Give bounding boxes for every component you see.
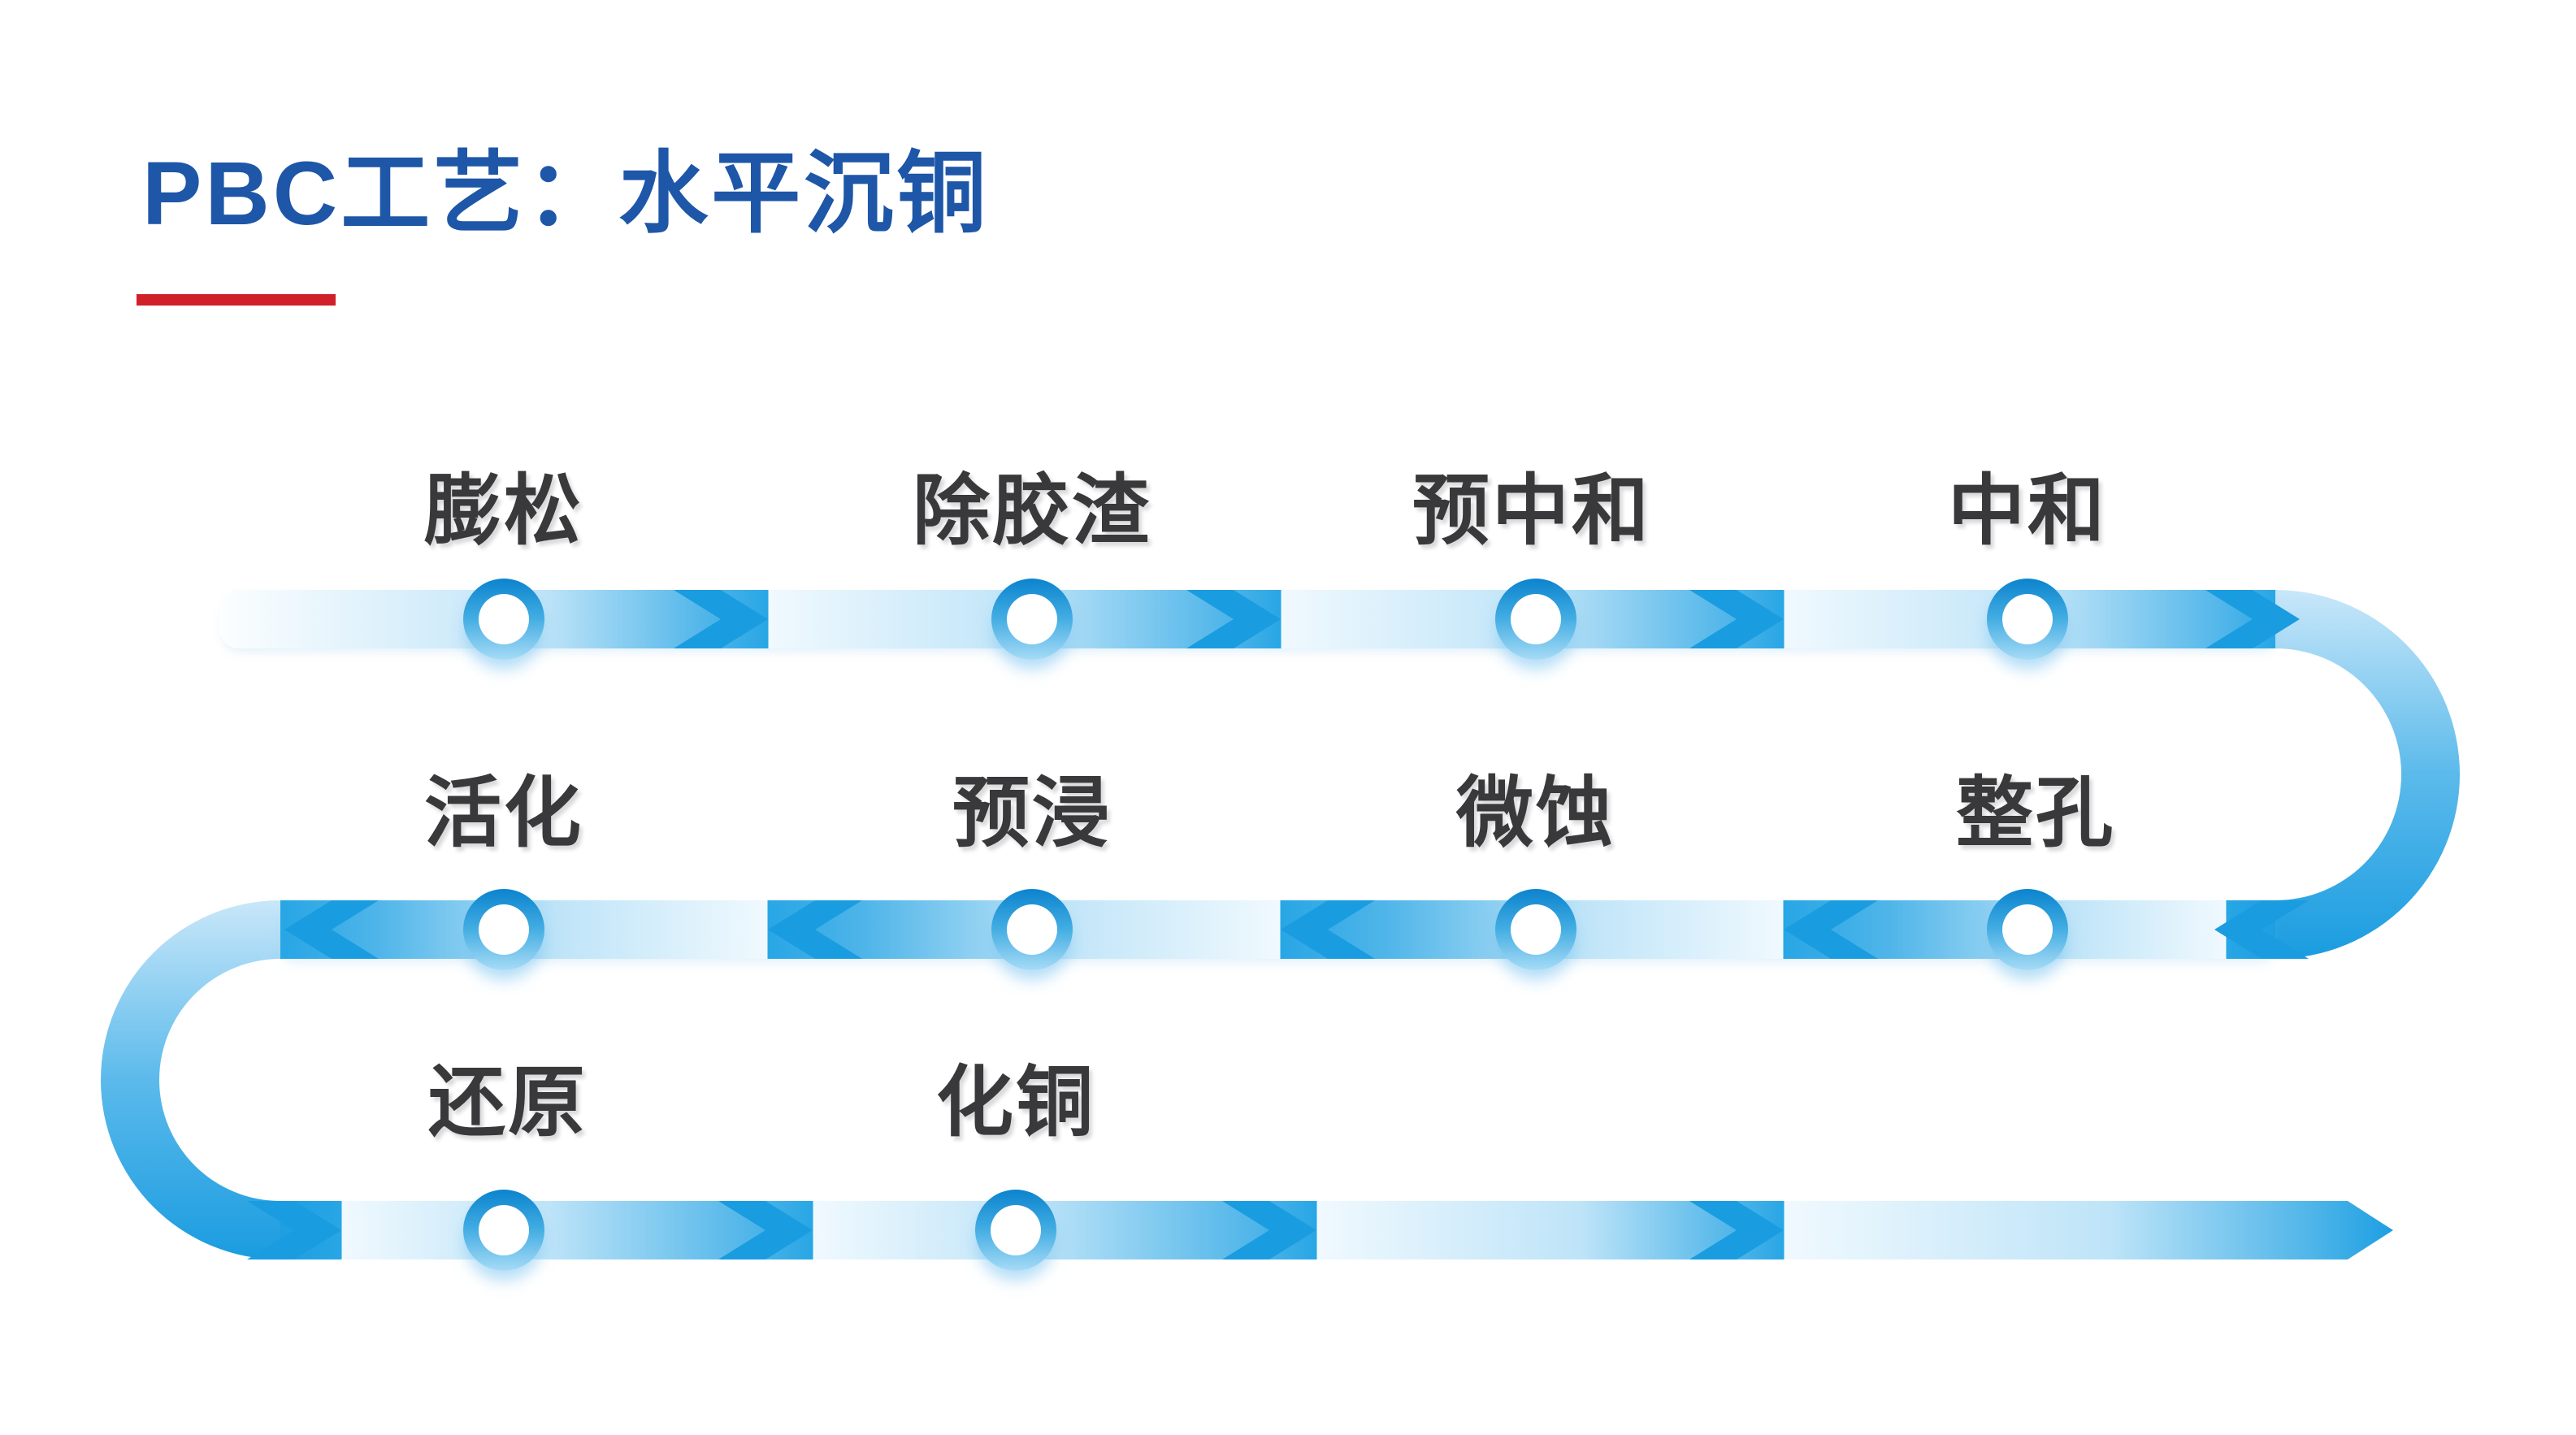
ring-hole — [2002, 904, 2053, 955]
ring-hole — [1007, 904, 1057, 955]
process-node-ring — [1987, 889, 2068, 970]
page-title: PBC工艺：水平沉铜 — [142, 144, 990, 244]
flow-band-row-2 — [280, 900, 2275, 959]
process-step-label: 预浸 — [952, 770, 1112, 856]
flow-band-row-3 — [280, 1201, 2393, 1259]
ring-hole — [1007, 594, 1057, 644]
process-node-ring — [1495, 579, 1576, 660]
process-node-ring — [463, 579, 544, 660]
process-node-ring — [991, 889, 1073, 970]
process-step-label: 还原 — [427, 1060, 588, 1146]
process-node-ring — [1987, 579, 2068, 660]
process-step-label: 中和 — [1947, 468, 2108, 554]
right-u-turn-arc-icon — [2275, 590, 2460, 959]
ring-hole — [2002, 594, 2053, 644]
process-node-ring — [463, 889, 544, 970]
process-node-ring — [463, 1190, 544, 1271]
process-node-ring — [1495, 889, 1576, 970]
process-step-label: 化铜 — [935, 1060, 1096, 1146]
process-step-label: 预中和 — [1412, 468, 1652, 554]
process-step-label: 活化 — [423, 770, 584, 856]
ring-hole — [991, 1205, 1041, 1255]
ring-hole — [1511, 904, 1561, 955]
title-underline-accent — [137, 294, 336, 306]
ring-hole — [1511, 594, 1561, 644]
ring-hole — [479, 594, 529, 644]
left-u-turn-arc-icon — [101, 900, 280, 1259]
ring-hole — [479, 1205, 529, 1255]
ring-hole — [479, 904, 529, 955]
process-step-label: 整孔 — [1955, 770, 2116, 856]
process-step-label: 除胶渣 — [912, 468, 1152, 554]
process-node-ring — [975, 1190, 1056, 1271]
process-step-label: 膨松 — [423, 468, 584, 554]
process-step-label: 微蚀 — [1455, 770, 1616, 856]
process-node-ring — [991, 579, 1073, 660]
